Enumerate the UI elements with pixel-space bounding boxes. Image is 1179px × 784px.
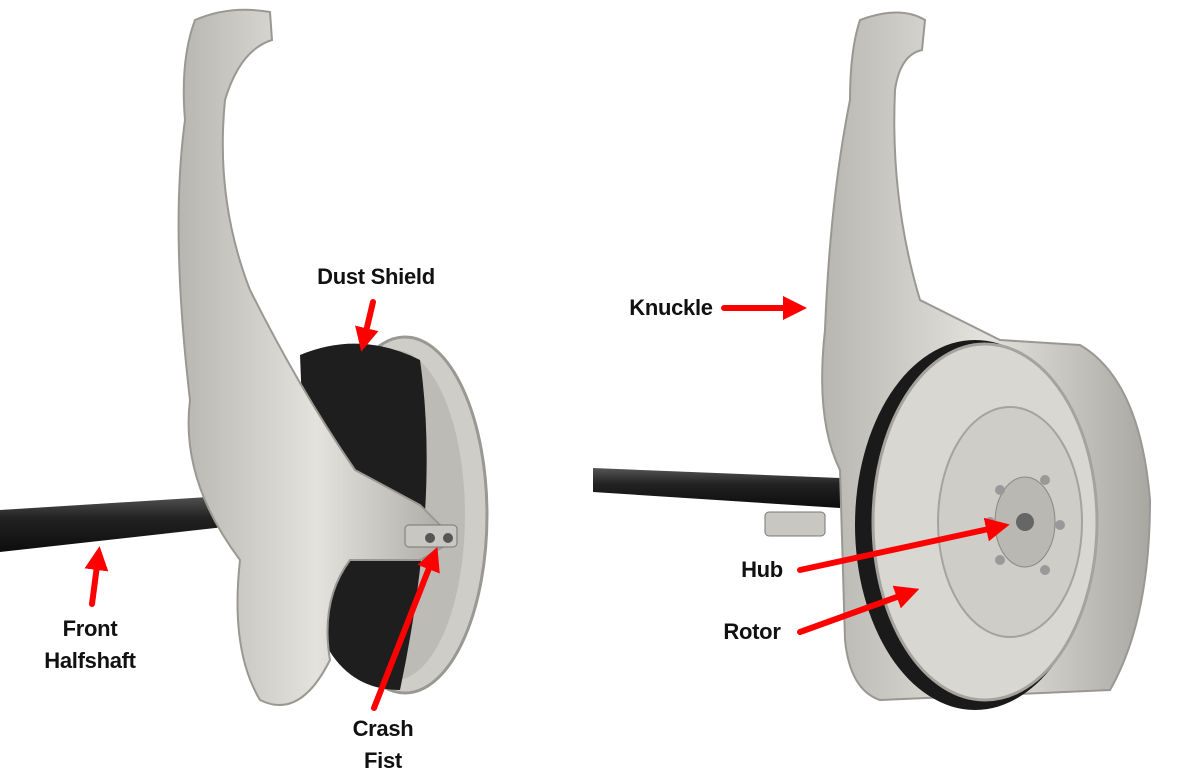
label-crash-fist-line2: Fist [364, 748, 402, 773]
label-front-halfshaft-line2: Halfshaft [44, 648, 136, 673]
arrow-rotor [797, 585, 920, 635]
label-rotor: Rotor [717, 614, 787, 650]
label-front-halfshaft-line1: Front [62, 616, 118, 641]
label-crash-fist-line1: Crash [352, 716, 414, 741]
arrow-hub [797, 517, 1010, 573]
label-dust-shield: Dust Shield [311, 259, 441, 295]
right-hub [985, 475, 1065, 575]
arrow-dust-shield [355, 299, 379, 352]
arrow-front-halfshaft [84, 546, 109, 607]
label-front-halfshaft: Front Halfshaft [38, 611, 142, 679]
arrow-crash-fist [371, 546, 440, 711]
right-halfshaft [593, 468, 840, 508]
label-hub: Hub [735, 552, 789, 588]
label-crash-fist: Crash Fist [346, 711, 420, 779]
label-knuckle: Knuckle [623, 290, 719, 326]
